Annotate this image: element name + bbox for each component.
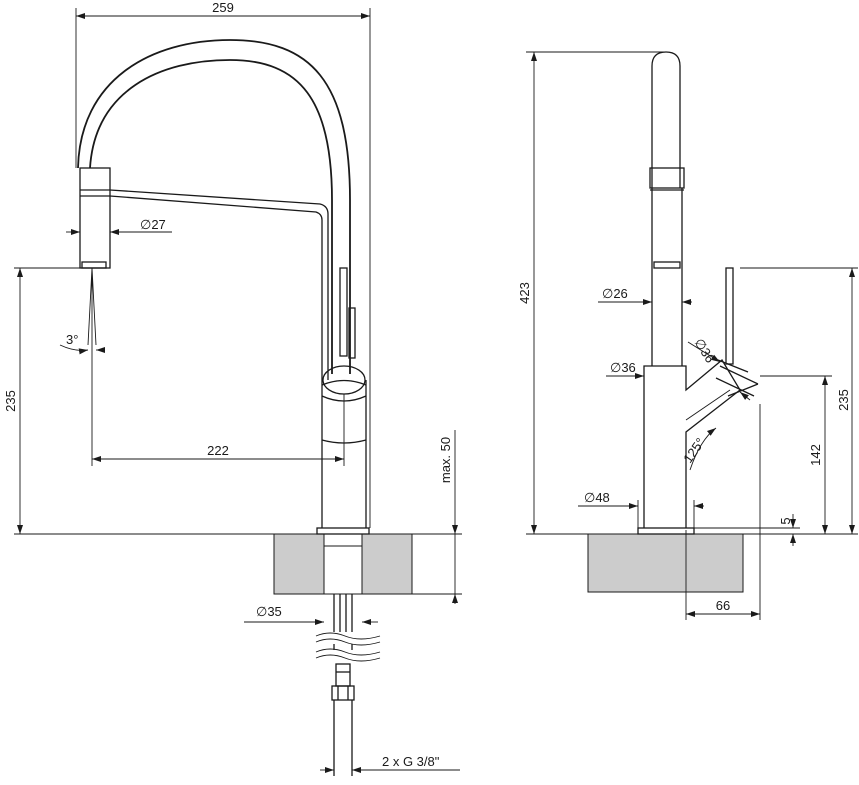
dim-base-diameter: ∅48: [584, 490, 610, 505]
dim-overall-width: 259: [212, 0, 234, 15]
dim-lever-angle: 125°: [680, 435, 708, 466]
dim-spray-height: 235: [3, 390, 18, 412]
dim-spray-diameter: ∅27: [140, 217, 166, 232]
dim-spray-angle: 3°: [66, 332, 78, 347]
dim-lever-height: 142: [808, 444, 823, 466]
dim-shank-diameter: ∅35: [256, 604, 282, 619]
dim-overall-height: 423: [517, 282, 532, 304]
dim-upper-tube-diameter: ∅26: [602, 286, 628, 301]
dim-counter-max: max. 50: [438, 437, 453, 483]
dim-lever-projection: 66: [716, 598, 730, 613]
front-view: 259 ∅27 235 3° 222 max. 50: [3, 0, 462, 776]
dim-body-upper-diameter: ∅36: [610, 360, 636, 375]
dim-connection: 2 x G 3/8": [382, 754, 440, 769]
dim-side-height-235: 235: [836, 389, 851, 411]
dim-base-offset: 5: [778, 517, 793, 524]
countertop-side: [587, 533, 744, 593]
side-view: 423 ∅26 ∅36 ∅36 125° ∅48 235 142 5: [517, 51, 858, 620]
dim-lever-diameter: ∅36: [691, 336, 717, 366]
dim-reach: 222: [207, 443, 229, 458]
shank-hole: [323, 533, 363, 595]
